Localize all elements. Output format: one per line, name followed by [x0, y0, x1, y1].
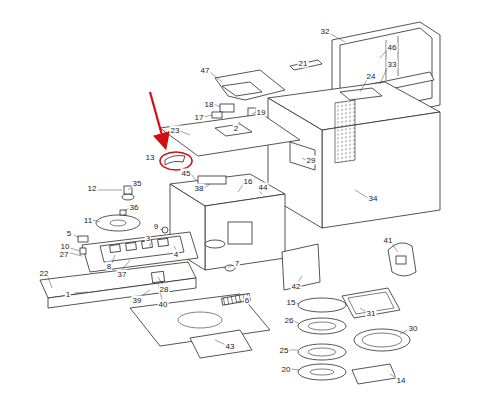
callout-number: 5 — [66, 229, 72, 238]
callout-number: 27 — [59, 250, 70, 259]
filters-trays — [298, 288, 410, 384]
callout-number: 8 — [106, 262, 112, 271]
callout-number: 36 — [129, 203, 140, 212]
callout-number: 45 — [181, 169, 192, 178]
callout-number: 19 — [256, 108, 267, 117]
callout-number: 33 — [387, 60, 398, 69]
callout-number: 6 — [244, 296, 250, 305]
callout-number: 42 — [291, 282, 302, 291]
callout-number: 40 — [158, 300, 169, 309]
callout-number: 12 — [87, 184, 98, 193]
callout-number: 2 — [233, 124, 239, 133]
callout-number: 35 — [132, 179, 143, 188]
callout-number: 3 — [145, 234, 151, 243]
callout-number: 32 — [320, 27, 331, 36]
door — [40, 262, 196, 308]
callout-number: 43 — [225, 342, 236, 351]
callout-number: 47 — [200, 66, 211, 75]
callout-number: 14 — [396, 376, 407, 385]
outer-cabinet — [268, 82, 440, 228]
callout-number: 16 — [243, 177, 254, 186]
callout-number: 44 — [258, 183, 269, 192]
callout-number: 31 — [366, 309, 377, 318]
callout-number: 7 — [234, 259, 240, 268]
callout-number: 9 — [153, 222, 159, 231]
callout-number: 46 — [387, 43, 398, 52]
callout-number: 13 — [145, 153, 156, 162]
callout-number: 4 — [173, 250, 179, 259]
callout-number: 17 — [194, 113, 205, 122]
callout-number: 18 — [204, 100, 215, 109]
callout-number: 38 — [194, 184, 205, 193]
leader-lines — [48, 33, 408, 378]
bottom-plate — [130, 265, 270, 358]
callout-number: 25 — [279, 346, 290, 355]
top-plate — [160, 114, 300, 165]
callout-number: 1 — [65, 290, 71, 299]
callout-number: 23 — [170, 126, 181, 135]
callout-number: 41 — [383, 236, 394, 245]
turntable-parts — [96, 186, 168, 233]
callout-number: 29 — [306, 156, 317, 165]
callout-number: 39 — [132, 296, 143, 305]
callout-number: 26 — [284, 316, 295, 325]
callout-number: 30 — [408, 324, 419, 333]
callout-number: 21 — [298, 59, 309, 68]
callout-number: 24 — [366, 72, 377, 81]
callout-number: 15 — [286, 298, 297, 307]
highlight — [150, 92, 192, 170]
side-parts — [282, 243, 416, 290]
callout-number: 11 — [83, 216, 93, 225]
callout-number: 22 — [39, 269, 50, 278]
callout-number: 34 — [368, 194, 379, 203]
callout-number: 28 — [159, 285, 170, 294]
callout-number: 37 — [117, 270, 128, 279]
callout-number: 20 — [281, 365, 292, 374]
